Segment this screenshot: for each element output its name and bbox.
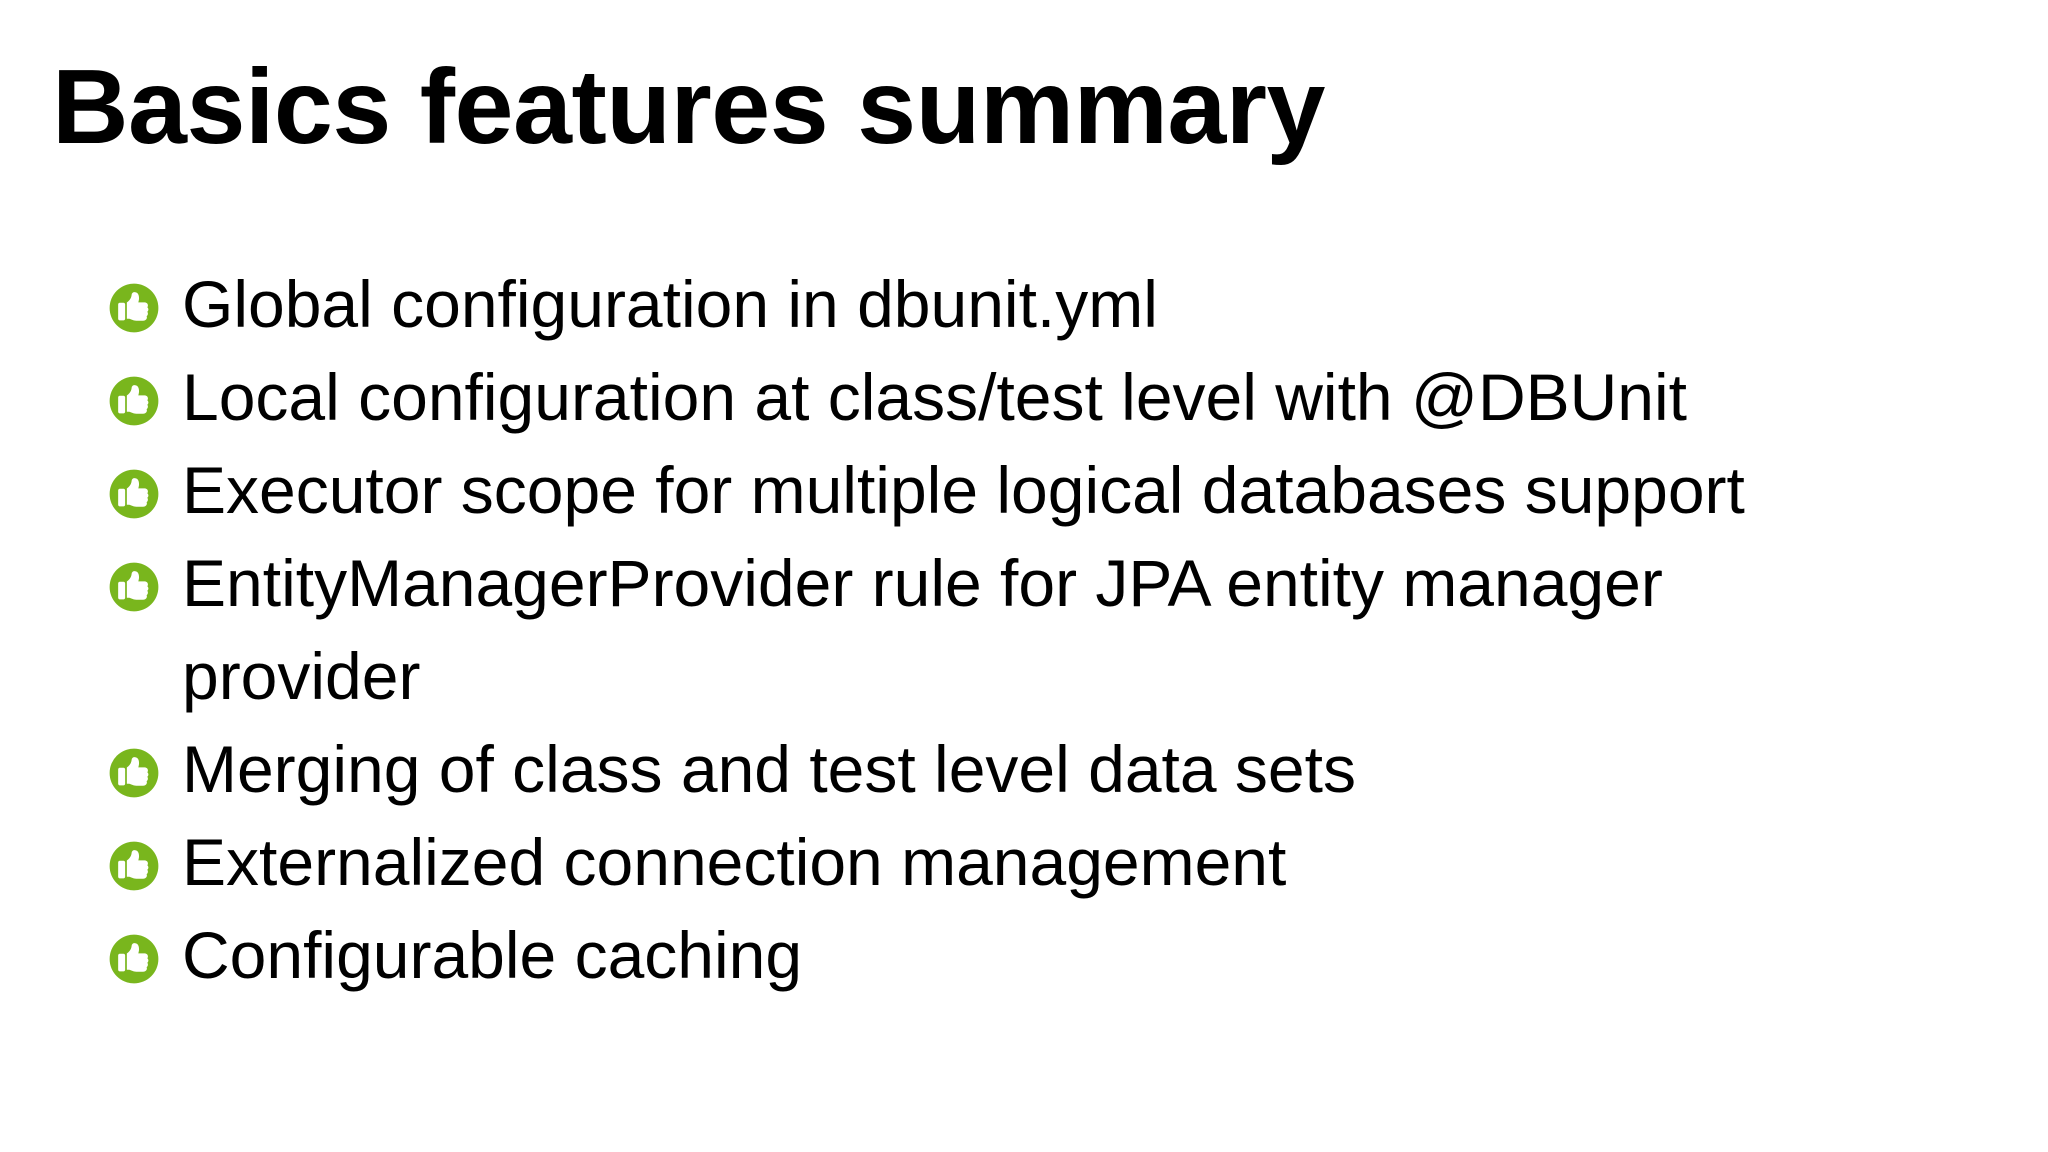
list-item: EntityManagerProvider rule for JPA entit… (108, 537, 1988, 723)
page-title: Basics features summary (52, 48, 1325, 166)
list-item: Merging of class and test level data set… (108, 723, 1988, 816)
list-item: Executor scope for multiple logical data… (108, 444, 1988, 537)
feature-list: Global configuration in dbunit.yml Local… (108, 258, 1988, 1002)
thumbs-up-icon (108, 282, 160, 334)
list-item: Global configuration in dbunit.yml (108, 258, 1988, 351)
list-item: Externalized connection management (108, 816, 1988, 909)
list-item-label: Global configuration in dbunit.yml (182, 267, 1158, 341)
thumbs-up-icon (108, 468, 160, 520)
thumbs-up-icon (108, 840, 160, 892)
thumbs-up-icon (108, 933, 160, 985)
thumbs-up-icon (108, 561, 160, 613)
thumbs-up-icon (108, 747, 160, 799)
list-item-label: Merging of class and test level data set… (182, 732, 1356, 806)
list-item: Local configuration at class/test level … (108, 351, 1988, 444)
list-item-label: EntityManagerProvider rule for JPA entit… (182, 546, 1663, 713)
list-item-label: Local configuration at class/test level … (182, 360, 1688, 434)
list-item-label: Configurable caching (182, 918, 803, 992)
list-item-label: Executor scope for multiple logical data… (182, 453, 1745, 527)
thumbs-up-icon (108, 375, 160, 427)
list-item-label: Externalized connection management (182, 825, 1287, 899)
list-item: Configurable caching (108, 909, 1988, 1002)
